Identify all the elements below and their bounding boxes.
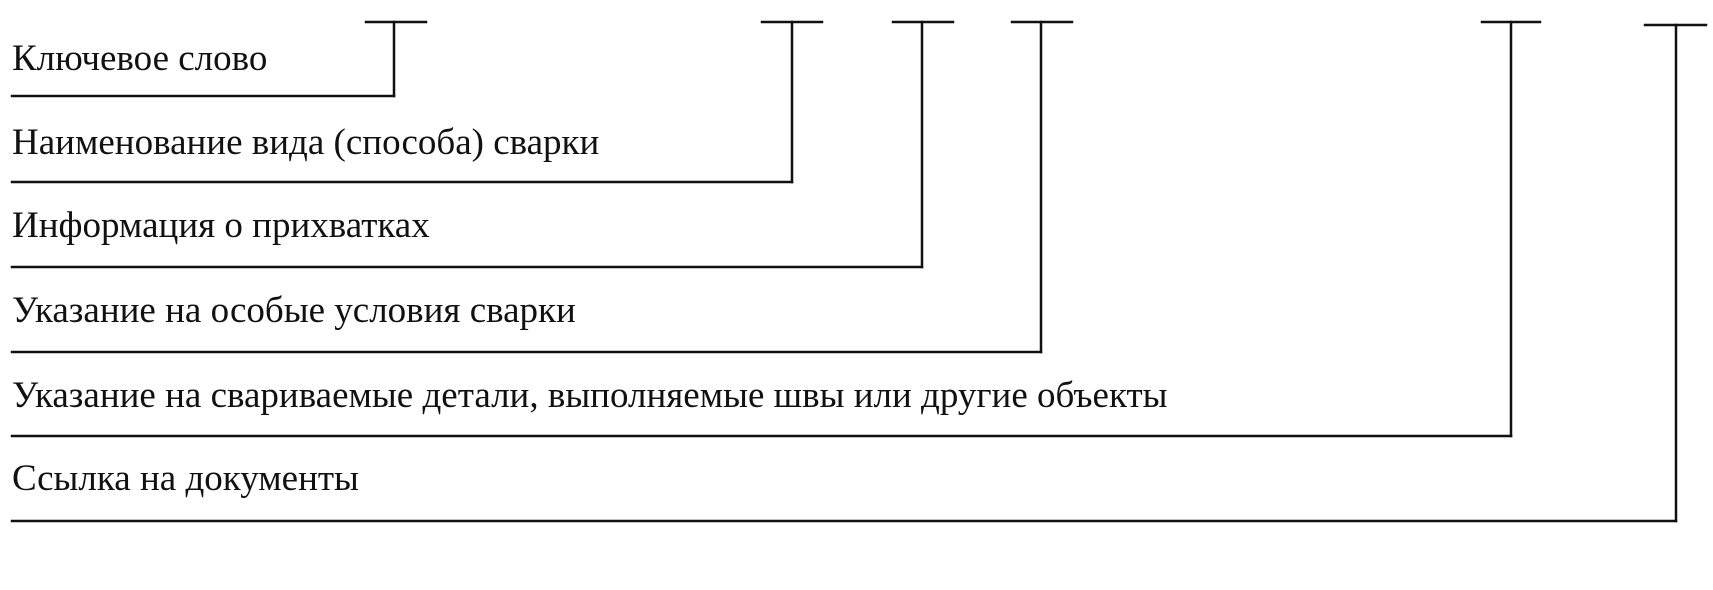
- label-special-conditions: Указание на особые условия сварки: [12, 290, 576, 331]
- leader-tack-info: [10, 20, 955, 269]
- label-document-reference: Ссылка на документы: [12, 458, 359, 499]
- leader-special-conditions: [10, 20, 1074, 354]
- label-welding-type: Наименование вида (способа) сварки: [12, 122, 600, 163]
- label-welded-parts: Указание на свариваемые детали, выполняе…: [12, 375, 1168, 416]
- leader-welding-type: [10, 20, 824, 184]
- label-keyword: Ключевое слово: [12, 38, 268, 79]
- label-tack-info: Информация о прихватках: [12, 205, 430, 246]
- leader-keyword: [10, 20, 428, 98]
- leader-document-reference: [10, 23, 1708, 523]
- leader-welded-parts: [10, 20, 1542, 438]
